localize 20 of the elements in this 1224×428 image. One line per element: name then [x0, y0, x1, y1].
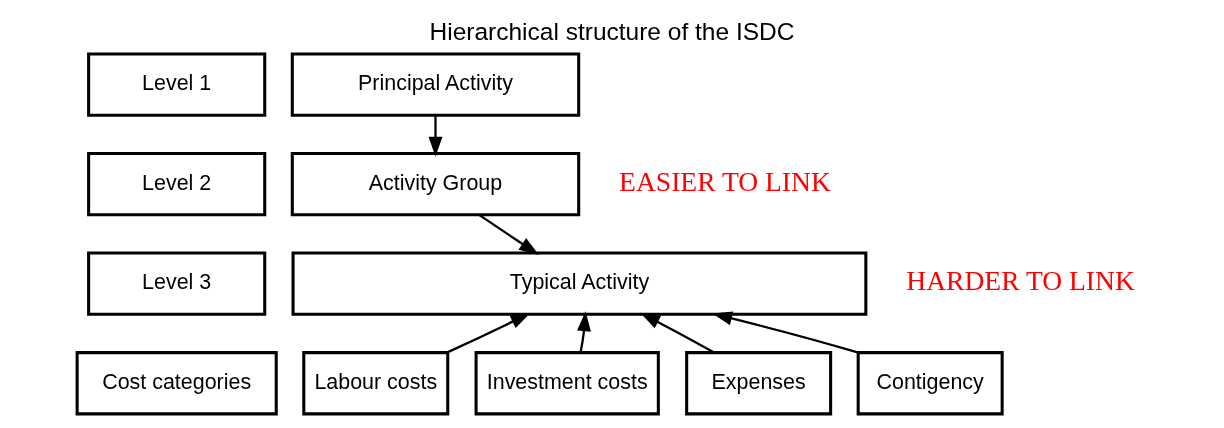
arrow	[446, 312, 531, 354]
node-box: Level 3	[87, 251, 267, 316]
node-box: Contigency	[856, 351, 1004, 416]
node-box: Cost categories	[75, 351, 278, 416]
node-box: Labour costs	[302, 351, 450, 416]
label: HARDER TO LINK	[906, 265, 1135, 297]
label: EASIER TO LINK	[619, 165, 831, 197]
node-box: Investment costs	[474, 351, 660, 416]
node-box: Principal Activity	[290, 52, 581, 117]
node-box: Activity Group	[290, 152, 581, 217]
node-box: Expenses	[685, 351, 833, 416]
diagram-title: Hierarchical structure of the ISDC	[429, 17, 795, 45]
node-box: Typical Activity	[291, 251, 868, 316]
arrow	[478, 213, 539, 255]
node-box: Level 2	[87, 152, 267, 217]
arrow	[428, 115, 443, 157]
arrow	[712, 311, 858, 354]
arrow	[577, 311, 591, 353]
node-box: Level 1	[87, 52, 267, 117]
arrow	[640, 312, 715, 354]
